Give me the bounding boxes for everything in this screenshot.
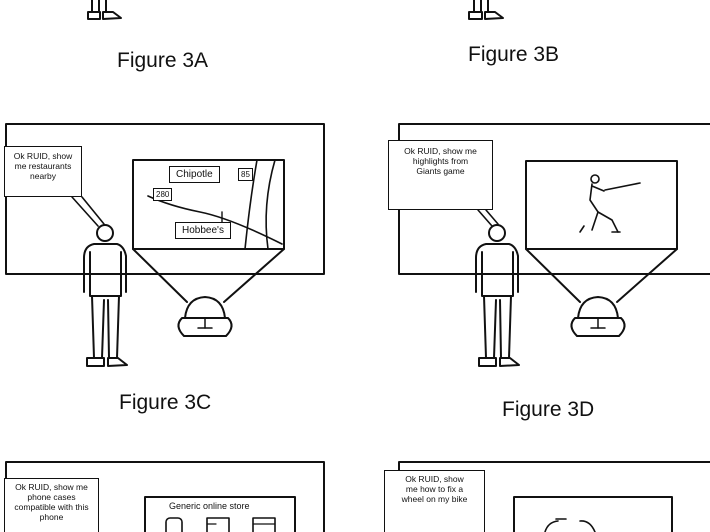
fig3c-road-shield-280: 280 bbox=[153, 188, 173, 201]
fig3e-speech-bubble: Ok RUID, show me phone cases compatible … bbox=[4, 478, 99, 532]
fig3d-projected-video bbox=[525, 160, 678, 250]
fig3c-speech-bubble: Ok RUID, show me restaurants nearby bbox=[4, 146, 82, 197]
fig3c-drawing bbox=[5, 123, 325, 367]
fig3e-store-title: Generic online store bbox=[169, 501, 250, 511]
fig3d-drawing bbox=[398, 123, 710, 367]
fig3c-wall-screen bbox=[5, 123, 325, 275]
fig3c-map-label-chipotle: Chipotle bbox=[169, 166, 220, 183]
fig3a-caption: Figure 3A bbox=[117, 49, 209, 72]
fig3b-caption: Figure 3B bbox=[468, 43, 560, 66]
fig3a-person-feet bbox=[87, 0, 122, 20]
fig3c-projected-map bbox=[132, 159, 285, 250]
baseball-batter-sketch bbox=[579, 174, 641, 233]
fig3c-caption: Figure 3C bbox=[119, 391, 212, 414]
fig3e-projected-store bbox=[144, 496, 296, 532]
fig3c-map-label-hobbees: Hobbee's bbox=[175, 222, 231, 239]
fig3f-speech-bubble: Ok RUID, show me how to fix a wheel on m… bbox=[384, 470, 485, 532]
fig3b-person-feet bbox=[468, 0, 504, 20]
fig3c-road-shield-85: 85 bbox=[238, 168, 253, 181]
fig3f-projected-video bbox=[513, 496, 673, 532]
fig3d-caption: Figure 3D bbox=[502, 398, 595, 421]
fig3d-speech-bubble: Ok RUID, show me highlights from Giants … bbox=[388, 140, 493, 210]
